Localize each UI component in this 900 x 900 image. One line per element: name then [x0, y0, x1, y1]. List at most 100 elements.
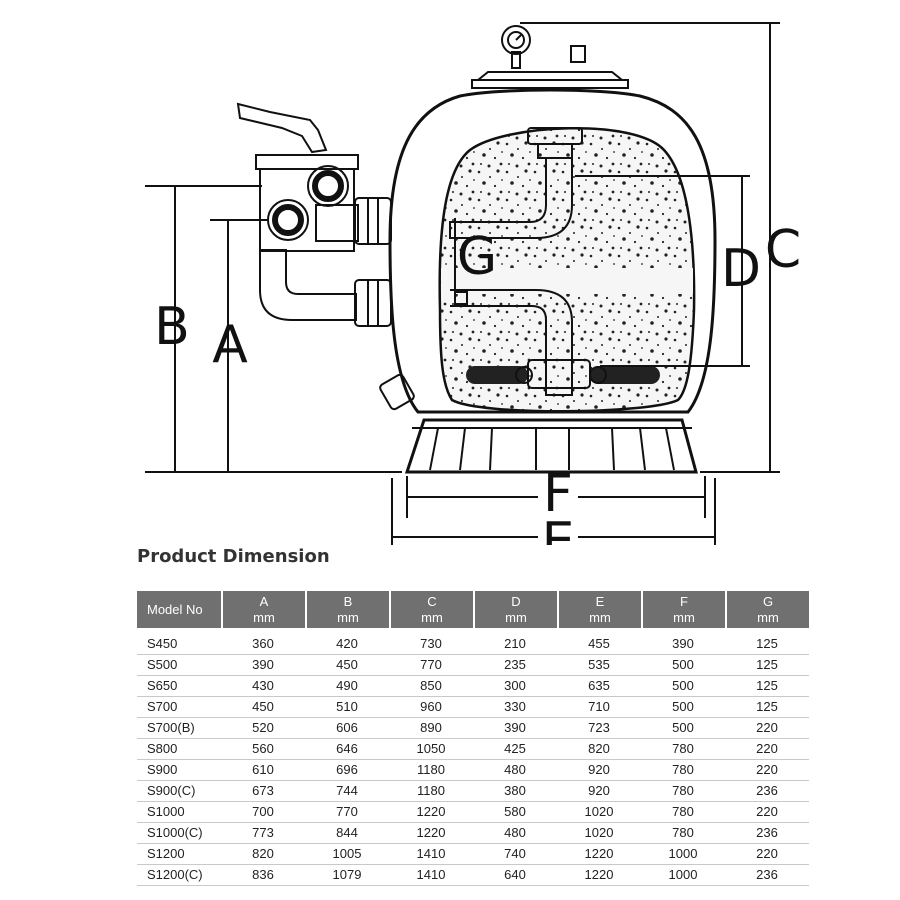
dimension-cell: 820: [557, 739, 641, 760]
model-cell: S650: [137, 676, 221, 697]
model-cell: S1200: [137, 844, 221, 865]
dimension-cell: 1020: [557, 823, 641, 844]
dimension-cell: 1050: [389, 739, 473, 760]
dimension-cell: 125: [725, 697, 809, 718]
model-cell: S700(B): [137, 718, 221, 739]
dimension-cell: 455: [557, 628, 641, 655]
dimension-cell: 646: [305, 739, 389, 760]
model-cell: S800: [137, 739, 221, 760]
section-title: Product Dimension: [137, 546, 330, 567]
dimension-label-g: G: [457, 227, 497, 287]
dimension-cell: 1410: [389, 865, 473, 886]
dimension-cell: 420: [305, 628, 389, 655]
column-header-unit: mm: [337, 609, 359, 625]
dimension-cell: 235: [473, 655, 557, 676]
dimension-cell: 820: [221, 844, 305, 865]
dimension-cell: 1000: [641, 865, 725, 886]
model-cell: S1200(C): [137, 865, 221, 886]
dimension-cell: 836: [221, 865, 305, 886]
dimension-cell: 1220: [557, 865, 641, 886]
model-cell: S900(C): [137, 781, 221, 802]
dimension-cell: 673: [221, 781, 305, 802]
dimension-cell: 744: [305, 781, 389, 802]
laterals: [466, 359, 660, 389]
dimension-cell: 480: [473, 823, 557, 844]
dimension-label-b: B: [154, 297, 190, 357]
filter-dimension-diagram: B A C D G F E: [145, 22, 801, 545]
dimension-cell: 510: [305, 697, 389, 718]
dimension-cell: 960: [389, 697, 473, 718]
dimension-cell: 723: [557, 718, 641, 739]
dimension-cell: 125: [725, 628, 809, 655]
dimension-cell: 1220: [389, 823, 473, 844]
tank-base: [404, 418, 698, 474]
model-cell: S700: [137, 697, 221, 718]
dimension-cell: 773: [221, 823, 305, 844]
dimension-cell: 210: [473, 628, 557, 655]
dimension-cell: 490: [305, 676, 389, 697]
dimension-label-e: E: [542, 512, 575, 545]
dimension-cell: 236: [725, 781, 809, 802]
dimension-cell: 780: [641, 781, 725, 802]
tank-body: [388, 88, 717, 414]
dimension-cell: 220: [725, 739, 809, 760]
dimension-cell: 1180: [389, 781, 473, 802]
dimension-cell: 770: [305, 802, 389, 823]
internal-pipework: [449, 127, 583, 396]
column-header-unit: mm: [505, 609, 527, 625]
column-header-label: B: [343, 593, 353, 609]
valve-return-pipe: [259, 249, 357, 321]
dimension-cell: 780: [641, 739, 725, 760]
dimension-cell: 450: [305, 655, 389, 676]
column-header-unit: mm: [421, 609, 443, 625]
model-cell: S450: [137, 628, 221, 655]
dimension-cell: 390: [473, 718, 557, 739]
dimension-cell: 606: [305, 718, 389, 739]
dimension-cell: 740: [473, 844, 557, 865]
dimension-label-a: A: [212, 315, 248, 375]
dimension-cell: 220: [725, 802, 809, 823]
dimension-label-c: C: [765, 220, 801, 280]
dimension-cell: 1000: [641, 844, 725, 865]
dimension-cell: 1220: [389, 802, 473, 823]
dimension-label-d: D: [721, 239, 761, 299]
dimension-cell: 125: [725, 655, 809, 676]
dimension-cell: 1180: [389, 760, 473, 781]
model-cell: S500: [137, 655, 221, 676]
dimension-label-f: F: [543, 464, 573, 524]
dimension-cell: 580: [473, 802, 557, 823]
dimension-cell: 236: [725, 865, 809, 886]
dimension-cell: 220: [725, 760, 809, 781]
air-release-valve: [570, 45, 586, 63]
dimension-cell: 220: [725, 844, 809, 865]
column-header-label: C: [427, 593, 437, 609]
dimension-cell: 390: [221, 655, 305, 676]
dimension-cell: 450: [221, 697, 305, 718]
dimension-cell: 1020: [557, 802, 641, 823]
model-cell: S1000: [137, 802, 221, 823]
dimension-cell: 780: [641, 823, 725, 844]
dimension-cell: 430: [221, 676, 305, 697]
dimension-cell: 640: [473, 865, 557, 886]
dimension-cell: 480: [473, 760, 557, 781]
dimension-cell: 770: [389, 655, 473, 676]
dimension-cell: 1079: [305, 865, 389, 886]
multiport-valve: [236, 102, 359, 252]
column-header-unit: mm: [673, 609, 695, 625]
